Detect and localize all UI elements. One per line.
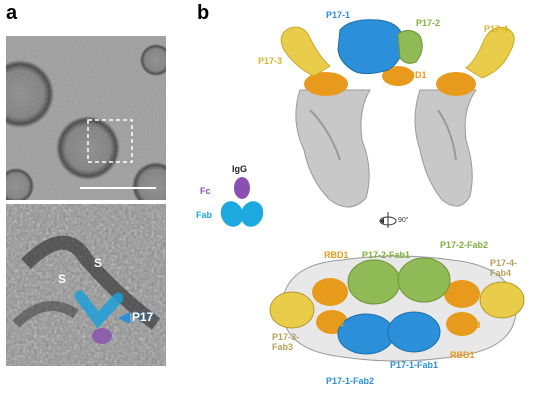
p17-fab-overlay — [74, 290, 124, 329]
rbd2-left-label: RBD2 — [320, 318, 345, 328]
rbd3-left-label: RBD3 — [318, 290, 343, 300]
p17-3-fab3-label: P17-3-Fab3 — [272, 332, 300, 352]
p17-1-fab2-label: P17-1-Fab2 — [326, 376, 375, 386]
rbd1-bottom-right-label: RBD1 — [450, 350, 475, 360]
igg-label: IgG — [232, 164, 247, 174]
spike-label-1: S — [58, 272, 67, 286]
rbd2-label: RBD2 — [312, 82, 337, 92]
rotation-indicator: 90° — [376, 212, 409, 233]
panel-a-letter: a — [6, 2, 18, 24]
rotate-icon — [379, 212, 397, 228]
fc-label: Fc — [200, 186, 211, 196]
rbd3-right-label: RBD3 — [456, 320, 481, 330]
igg-icon — [220, 177, 264, 227]
top-view-map — [269, 255, 525, 362]
p17-2-fab2-label: P17-2-Fab2 — [440, 240, 489, 250]
igg-legend: IgG Fc Fab — [196, 162, 266, 232]
tomogram-overview — [6, 36, 166, 200]
p17-2-fab1-label: P17-2-Fab1 — [362, 250, 411, 260]
zoom-box — [87, 119, 133, 163]
spike-label-2: S — [94, 256, 103, 270]
side-view-map — [280, 19, 515, 208]
p17-2-label: P17-2 — [416, 18, 441, 28]
p17-1-fab1-label: P17-1-Fab1 — [390, 360, 439, 370]
rbd3-label: RBD3 — [440, 84, 465, 94]
p17-fc-overlay — [92, 328, 112, 344]
tomogram-inset: S S P17 — [6, 204, 166, 366]
rbd1-label: RBD1 — [402, 70, 427, 80]
rbd2-right-label: RBD2 — [452, 292, 477, 302]
p17-arrow — [118, 312, 130, 324]
fab-label: Fab — [196, 210, 213, 220]
p17-1-label: P17-1 — [326, 10, 351, 20]
p17-4-label: P17-4 — [484, 24, 509, 34]
p17-4-fab4-label: P17-4-Fab4 — [490, 258, 518, 278]
panel-b-letter: b — [197, 2, 210, 24]
rbd1-top-left-label: RBD1 — [324, 250, 349, 260]
rotation-label: 90° — [398, 217, 409, 224]
p17-label: P17 — [132, 310, 154, 324]
p17-3-label: P17-3 — [258, 56, 283, 66]
